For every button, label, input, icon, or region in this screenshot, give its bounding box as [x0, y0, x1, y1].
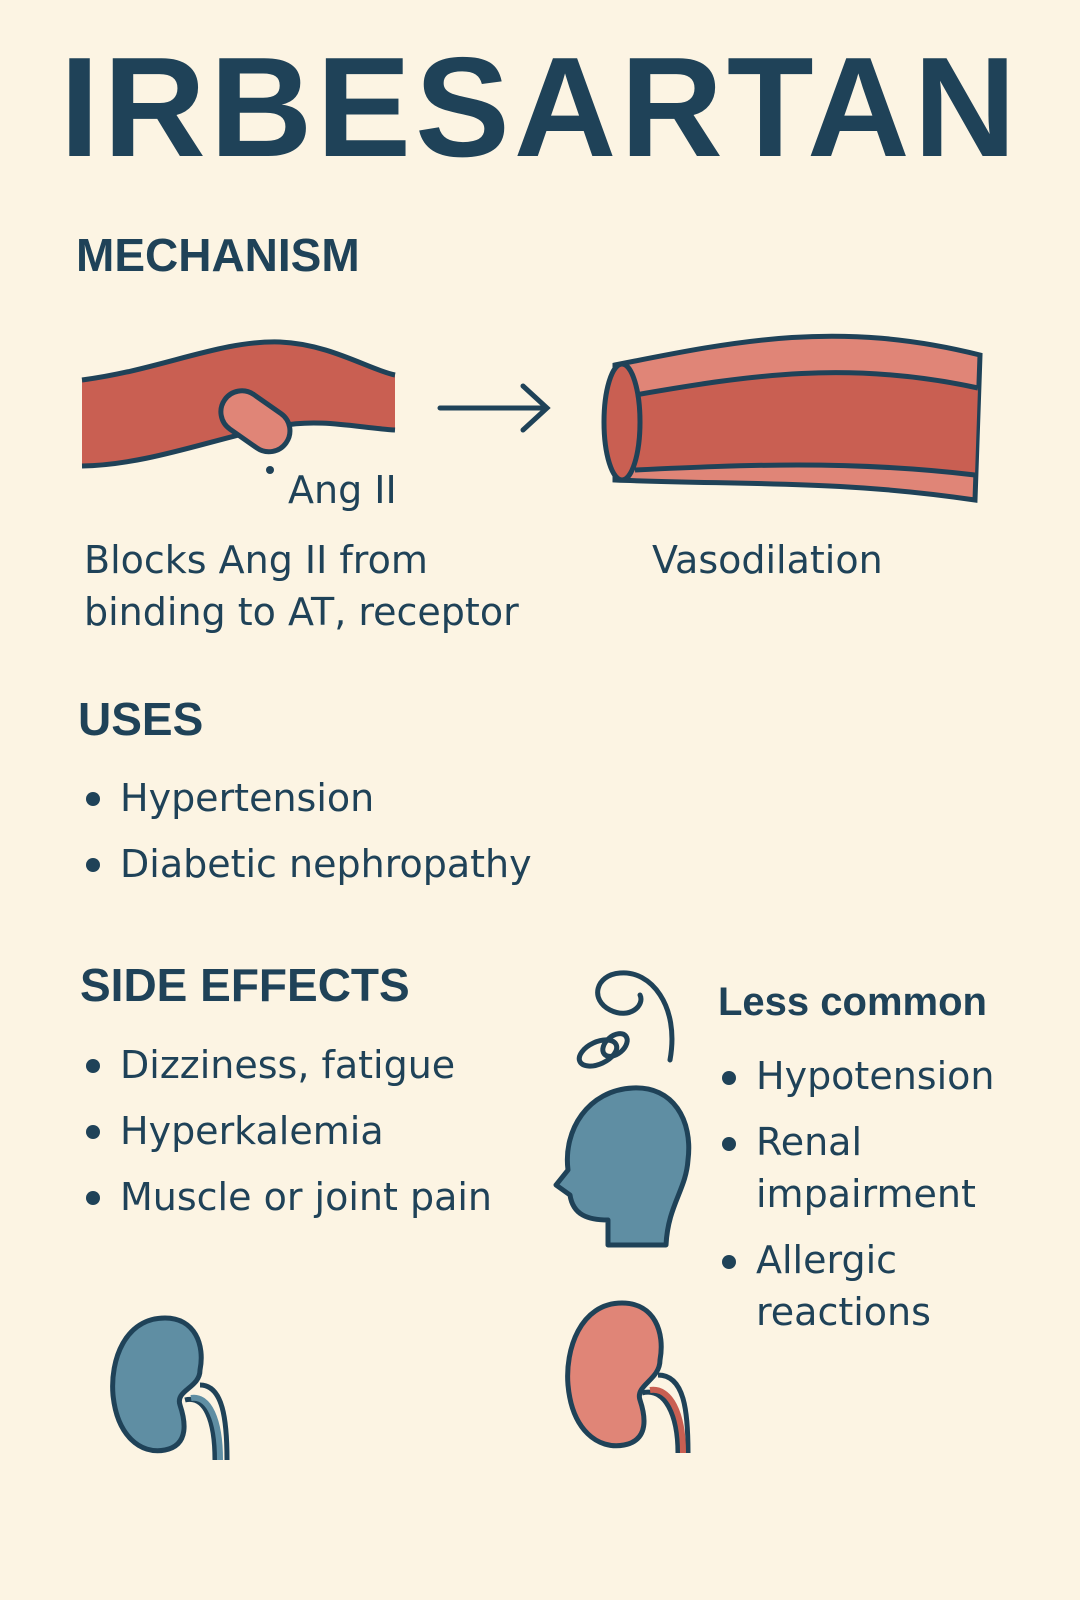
vasodilation-label: Vasodilation	[652, 538, 883, 582]
head-icon	[553, 1085, 692, 1248]
uses-heading: USES	[78, 693, 204, 745]
list-item: Dizziness, fatigue	[80, 1032, 492, 1098]
mechanism-description: Blocks Ang II from binding to AT, recept…	[84, 538, 519, 634]
less-common-heading: Less common	[718, 980, 987, 1024]
page-title: IRBESARTAN	[59, 28, 1021, 187]
list-item: Hypotension	[716, 1050, 1036, 1102]
dizziness-swirl-icon	[576, 970, 675, 1069]
list-item: Hyperkalemia	[80, 1098, 492, 1164]
list-item: Muscle or joint pain	[80, 1164, 492, 1230]
side-effects-list: Dizziness, fatigue Hyperkalemia Muscle o…	[80, 1032, 492, 1230]
uses-list: Hypertension Diabetic nephropathy	[80, 765, 532, 897]
list-item: Hypertension	[80, 765, 532, 831]
side-effects-heading: SIDE EFFECTS	[80, 959, 410, 1011]
arrow-right-icon	[437, 383, 551, 433]
constricted-vessel-icon	[81, 339, 396, 474]
kidney-red-icon	[565, 1300, 691, 1454]
ang-ii-label: Ang II	[288, 468, 397, 512]
dilated-vessel-icon	[601, 333, 983, 503]
kidney-blue-icon	[110, 1315, 230, 1461]
ang-ii-molecule-icon	[218, 388, 293, 455]
list-item: Allergic reactions	[716, 1234, 1036, 1338]
mechanism-heading: MECHANISM	[76, 229, 360, 281]
list-item: Renal impairment	[716, 1116, 1036, 1220]
less-common-list: Hypotension Renal impairment Allergic re…	[716, 1050, 1036, 1352]
list-item: Diabetic nephropathy	[80, 831, 532, 897]
